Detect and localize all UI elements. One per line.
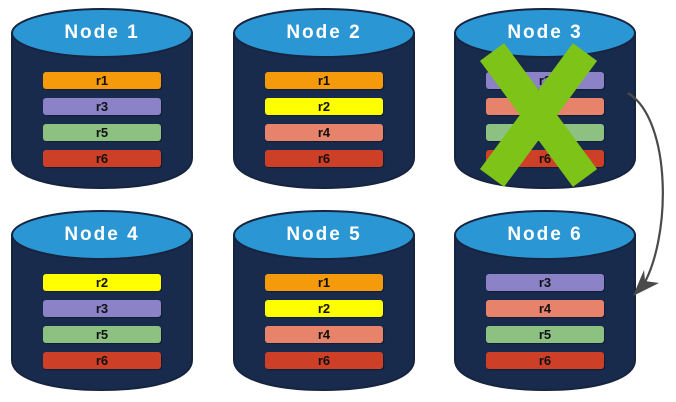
replica-bar[interactable]: r1: [265, 72, 383, 89]
replica-bar[interactable]: r6: [486, 352, 604, 369]
replica-bar[interactable]: r3: [43, 98, 161, 115]
replica-bar[interactable]: r2: [265, 98, 383, 115]
replica-list: r1 r2 r4 r6: [265, 72, 383, 176]
cylinder-top-disc: [233, 210, 415, 260]
replica-bar[interactable]: r5: [486, 326, 604, 343]
replica-list: r1 r2 r4 r6: [265, 274, 383, 378]
replica-bar[interactable]: r1: [43, 72, 161, 89]
cylinder-top-disc: [454, 210, 636, 260]
replica-bar[interactable]: r4: [265, 326, 383, 343]
migration-arrow-path: [627, 92, 664, 290]
replica-list: r1 r3 r5 r6: [43, 72, 161, 176]
replica-bar[interactable]: r5: [43, 124, 161, 141]
replica-bar[interactable]: r6: [43, 352, 161, 369]
cylinder-top-disc: [11, 8, 193, 58]
replica-list: r2 r3 r5 r6: [43, 274, 161, 378]
replica-bar[interactable]: r1: [265, 274, 383, 291]
replica-bar[interactable]: r2: [43, 274, 161, 291]
migration-arrow-head: [633, 270, 659, 296]
replica-bar[interactable]: r4: [486, 300, 604, 317]
replica-bar[interactable]: r3: [486, 274, 604, 291]
cylinder-top-disc: [11, 210, 193, 260]
replica-bar[interactable]: r6: [265, 150, 383, 167]
replica-bar[interactable]: r6: [265, 352, 383, 369]
replica-bar[interactable]: r3: [43, 300, 161, 317]
replica-bar[interactable]: r6: [43, 150, 161, 167]
cylinder-top-disc: [233, 8, 415, 58]
replica-bar[interactable]: r4: [265, 124, 383, 141]
replica-list: r3 r4 r5 r6: [486, 274, 604, 378]
replica-bar[interactable]: r2: [265, 300, 383, 317]
replica-bar[interactable]: r5: [43, 326, 161, 343]
